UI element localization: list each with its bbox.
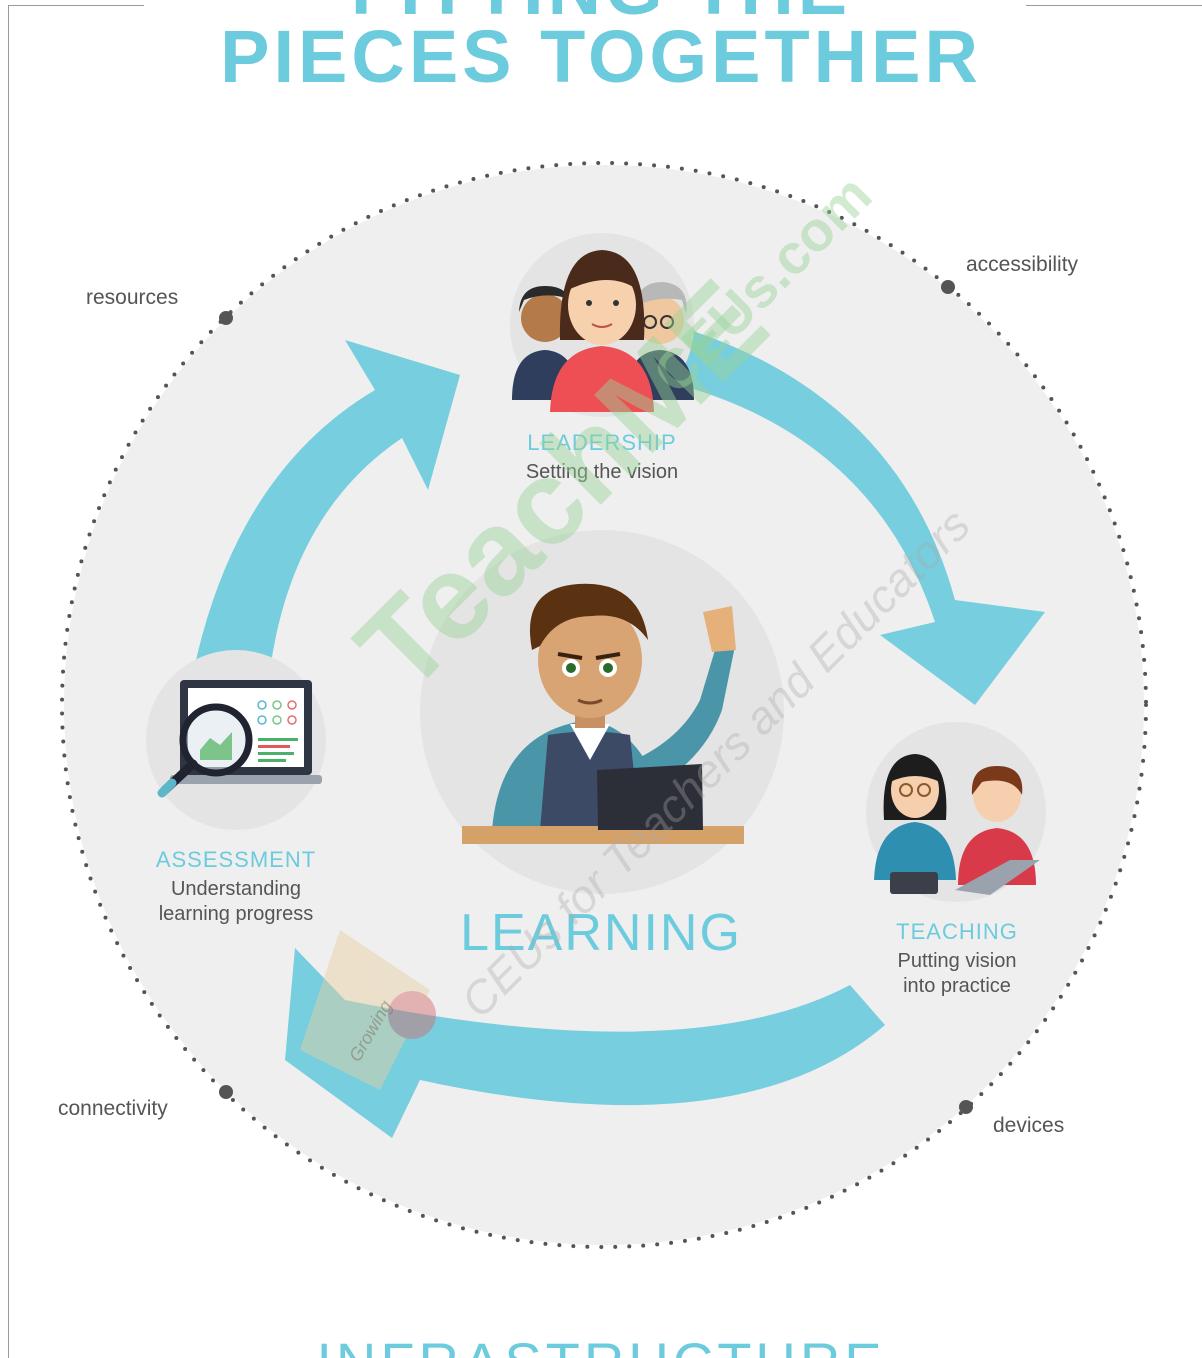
label-connectivity: connectivity bbox=[58, 1097, 168, 1120]
rim-dot-resources bbox=[219, 311, 233, 325]
frame-left-line bbox=[8, 5, 9, 1358]
label-resources: resources bbox=[86, 286, 179, 309]
watermark-book bbox=[300, 930, 436, 1090]
assessment-heading: ASSESSMENT bbox=[155, 847, 317, 872]
arrow-teaching-to-assessment bbox=[285, 948, 885, 1138]
assessment-laptop-icon bbox=[157, 680, 322, 798]
frame-top-left-line bbox=[8, 5, 144, 6]
leadership-people-icon bbox=[512, 250, 694, 412]
assessment-subtitle-line-1: Understanding bbox=[170, 878, 302, 900]
learning-student-icon bbox=[462, 583, 744, 844]
title-block: FITTING THE PIECES TOGETHER bbox=[0, 0, 1202, 100]
leadership-subtitle: Setting the vision bbox=[525, 461, 679, 483]
leadership-heading: LEADERSHIP bbox=[527, 430, 677, 455]
title-line-1: FITTING THE bbox=[0, 0, 1202, 30]
frame-top-right-line bbox=[1026, 5, 1202, 6]
assessment-subtitle-line-2: learning progress bbox=[158, 903, 314, 925]
cycle-arrows bbox=[196, 330, 1045, 1138]
rim-dot-devices bbox=[959, 1100, 973, 1114]
teaching-people-icon bbox=[874, 754, 1040, 895]
teaching-subtitle-line-1: Putting vision bbox=[897, 950, 1017, 972]
teaching-subtitle-line-2: into practice bbox=[903, 975, 1011, 997]
arrow-assessment-to-leadership bbox=[196, 340, 460, 670]
learning-label: LEARNING bbox=[460, 904, 742, 962]
bottom-title: INFRASTRUCTURE bbox=[0, 1330, 1202, 1358]
rim-dot-accessibility bbox=[941, 280, 955, 294]
arrow-leadership-to-teaching bbox=[680, 330, 1045, 705]
label-accessibility: accessibility bbox=[966, 253, 1079, 276]
label-devices: devices bbox=[993, 1114, 1065, 1137]
bottom-title-block: INFRASTRUCTURE bbox=[0, 1320, 1202, 1358]
title-line-2: PIECES TOGETHER bbox=[220, 15, 982, 98]
dotted-rim bbox=[60, 161, 1148, 1249]
teaching-heading: TEACHING bbox=[896, 919, 1018, 944]
rim-dot-connectivity bbox=[219, 1085, 233, 1099]
